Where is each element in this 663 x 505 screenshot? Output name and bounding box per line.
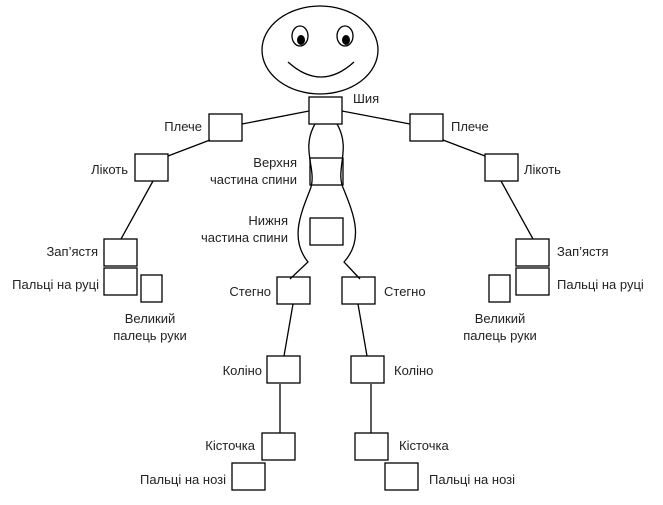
lower-back-box — [309, 217, 344, 246]
label-upper-back-line1: Верхня — [253, 155, 297, 170]
wrist-right-box — [515, 238, 550, 267]
hip-left-box — [276, 276, 311, 305]
elbow-left-box — [134, 153, 169, 182]
connector-shoulder-elbow-left — [167, 139, 211, 157]
knee-left-box — [266, 355, 301, 384]
label-toes-right: Пальці на нозі — [429, 472, 515, 487]
label-knee-left: Коліно — [223, 363, 262, 378]
label-ankle-right: Кісточка — [399, 438, 449, 453]
label-lower-back-line2: частина спини — [201, 230, 288, 245]
label-hip-right: Стегно — [384, 284, 426, 299]
connector-shoulder-elbow-right — [442, 139, 486, 157]
label-elbow-left: Лікоть — [91, 162, 128, 177]
fingers-left-box — [103, 267, 138, 296]
thumb-right-box — [488, 274, 511, 303]
label-toes-left: Пальці на нозі — [140, 472, 226, 487]
label-thumb-left-line1: Великий — [125, 311, 176, 326]
label-upper-back-line2: частина спини — [210, 172, 297, 187]
label-fingers-right: Пальці на руці — [557, 277, 644, 292]
upper-back-box — [309, 157, 344, 186]
eyes — [291, 25, 354, 47]
ankle-right-box — [354, 432, 389, 461]
connector-hip-knee-right — [357, 303, 368, 357]
label-neck: Шия — [353, 91, 379, 106]
spine-left-edge — [289, 123, 316, 280]
label-ankle-left: Кісточка — [205, 438, 255, 453]
right-pupil — [342, 35, 350, 45]
mouth — [287, 61, 355, 78]
label-thumb-right-line2: палець руки — [463, 328, 536, 343]
fingers-right-box — [515, 267, 550, 296]
ankle-left-box — [261, 432, 296, 461]
label-lower-back-line1: Нижня — [248, 213, 288, 228]
connector-hip-knee-left — [283, 303, 294, 357]
label-thumb-left-line2: палець руки — [113, 328, 186, 343]
toes-right-box — [384, 462, 419, 491]
label-wrist-right: Зап’ястя — [557, 244, 609, 259]
label-hip-left: Стегно — [229, 284, 271, 299]
elbow-right-box — [484, 153, 519, 182]
shoulder-right-box — [409, 113, 444, 142]
connector-elbow-wrist-right — [500, 180, 534, 240]
label-shoulder-right: Плече — [451, 119, 489, 134]
hip-right-box — [341, 276, 376, 305]
knee-right-box — [350, 355, 385, 384]
label-thumb-right-line1: Великий — [475, 311, 526, 326]
spine-right-edge — [336, 123, 361, 280]
label-shoulder-left: Плече — [164, 119, 202, 134]
label-wrist-left: Зап’ястя — [46, 244, 98, 259]
toes-left-box — [231, 462, 266, 491]
head — [261, 5, 379, 95]
connector-elbow-wrist-left — [120, 180, 154, 240]
label-fingers-left: Пальці на руці — [12, 277, 99, 292]
label-elbow-right: Лікоть — [524, 162, 561, 177]
label-knee-right: Коліно — [394, 363, 433, 378]
left-pupil — [297, 35, 305, 45]
thumb-left-box — [140, 274, 163, 303]
neck-box — [308, 96, 343, 125]
shoulder-left-box — [208, 113, 243, 142]
wrist-left-box — [103, 238, 138, 267]
connector-neck-shoulder-left — [241, 110, 310, 125]
connector-neck-shoulder-right — [341, 110, 411, 125]
